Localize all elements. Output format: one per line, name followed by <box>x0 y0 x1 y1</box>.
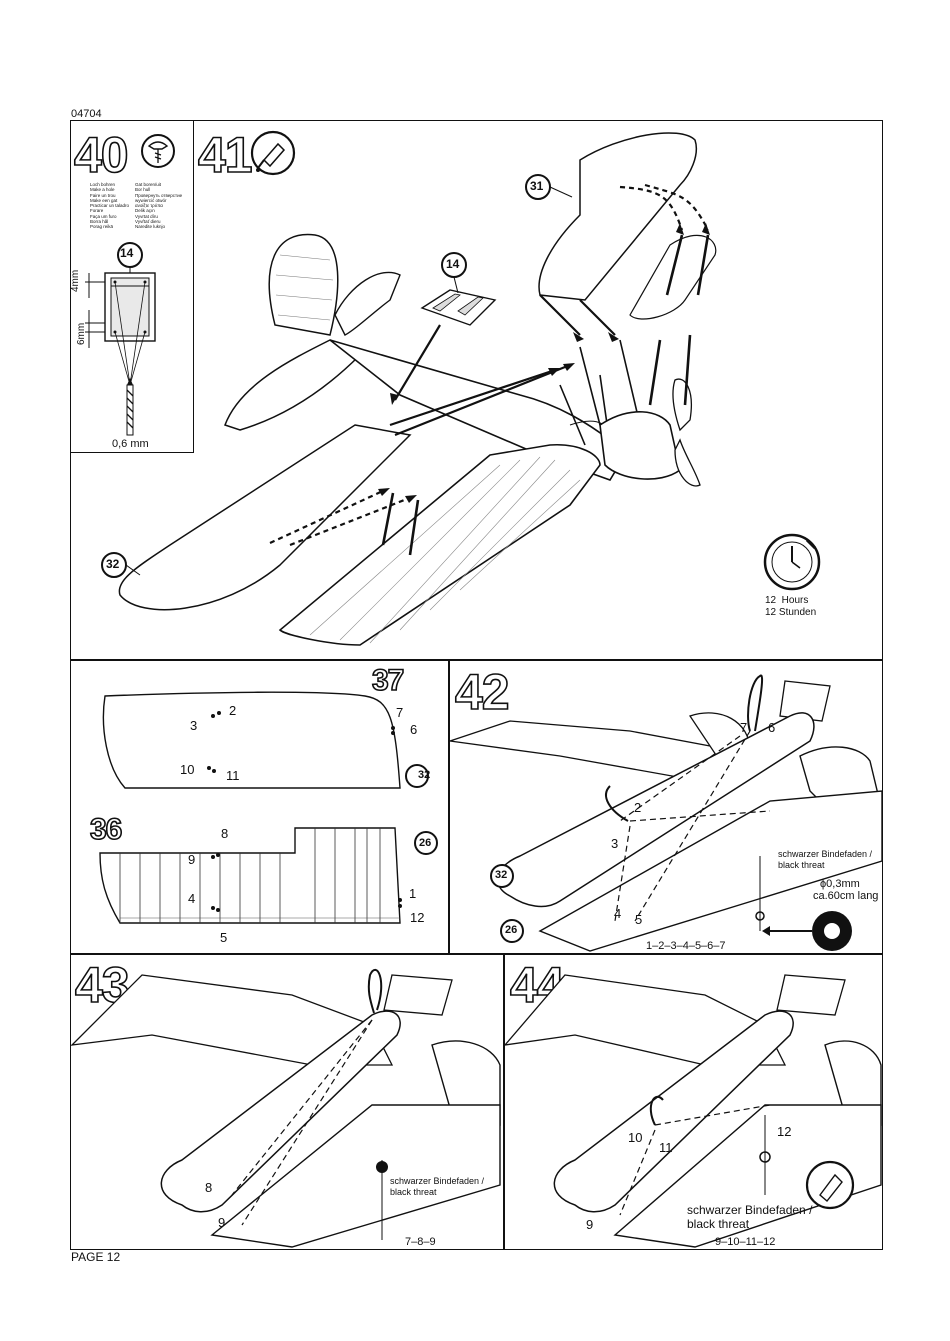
divider-h2 <box>70 953 883 955</box>
lang-line: Forare <box>90 208 104 214</box>
panel37-part-ref: 32 <box>418 769 431 781</box>
lang-line: Make een gat <box>90 197 118 203</box>
drill-size-label: 0,6 mm <box>112 438 149 450</box>
clock-icon <box>763 533 821 591</box>
step42-part-26: 26 <box>505 924 518 936</box>
step42-rigging-drawing <box>449 674 883 952</box>
lang-line: Borra hål <box>90 219 109 225</box>
part-32-label: 32 <box>106 557 120 571</box>
multilang-left: Loch bohren Make a hole Faire un trou Ma… <box>90 182 138 230</box>
part-14-label: 14 <box>446 257 460 271</box>
multilang-right: Gat boren/uit Bor hull Провернуть отверс… <box>135 182 190 230</box>
dim-6mm: 6mm <box>76 322 87 345</box>
rigging-sequence: 9–10–11–12 <box>715 1236 776 1248</box>
panel37-wing <box>102 691 429 789</box>
thread-spec-length: ca.60cm lang <box>813 890 879 902</box>
glue-icon <box>250 130 296 176</box>
lang-line: Delik açın <box>135 208 155 214</box>
lang-line: Practicar un taladro <box>90 203 130 209</box>
step42-part-32: 32 <box>495 869 508 881</box>
rig-label: 6 <box>768 720 776 735</box>
thread-spec-diameter: ϕ0,3mm <box>820 878 860 890</box>
rig-label: 7 <box>740 720 748 735</box>
step40-frame <box>70 120 194 453</box>
page-label: PAGE 12 <box>71 1250 121 1264</box>
thread-label: schwarzer Bindefaden / black threat <box>778 849 873 870</box>
dim-4mm: 4mm <box>70 269 81 292</box>
doc-code: 04704 <box>71 108 102 120</box>
rig-label: 12 <box>777 1124 792 1139</box>
lang-line: Make a hole <box>90 187 115 193</box>
thread-label: schwarzer Bindefaden / black threat <box>687 1203 813 1231</box>
hole-label: 1 <box>409 886 417 901</box>
step43-rigging-drawing <box>70 968 501 1248</box>
panel36-wing <box>99 827 438 924</box>
outer-frame <box>70 120 883 1250</box>
rig-label: 5 <box>635 912 643 927</box>
lang-line: wywiercić otwór <box>135 197 167 203</box>
rigging-sequence: 7–8–9 <box>405 1236 436 1248</box>
part-31-label: 31 <box>530 179 544 193</box>
rig-label: 2 <box>634 800 642 815</box>
lang-line: Loch bohren <box>90 182 116 187</box>
rigging-sequence: 1–2–3–4–5–6–7 <box>646 940 726 952</box>
lang-line: Porag reikä <box>90 224 114 230</box>
lang-line: Faire un trou <box>90 192 116 198</box>
hole-label: 9 <box>188 852 196 867</box>
rig-label: 9 <box>586 1217 594 1232</box>
step40-diagram <box>85 242 156 436</box>
divider-v2 <box>503 953 505 1250</box>
hole-label: 7 <box>396 705 404 720</box>
hole-label: 3 <box>190 718 198 733</box>
divider-h1 <box>70 659 883 661</box>
lang-line: Naredite luknjo <box>135 224 166 230</box>
drill-icon <box>141 134 175 168</box>
panel36-part-ref: 26 <box>419 837 432 849</box>
step44-rigging-drawing <box>503 974 882 1248</box>
step40-part-ref: 14 <box>120 246 134 260</box>
step-number-42: 42 <box>454 664 510 720</box>
hole-label: 10 <box>180 762 195 777</box>
hole-label: 5 <box>220 930 228 945</box>
step-number-40: 40 <box>73 127 129 183</box>
lang-line: Vyvrtat díru <box>135 213 158 219</box>
divider-v1 <box>448 659 450 954</box>
step41-aircraft-drawing <box>101 132 717 646</box>
rig-label: 9 <box>218 1215 226 1230</box>
lang-line: ανοίξτε τρύπα <box>135 203 163 209</box>
hole-label: 4 <box>188 891 196 906</box>
lang-line: Провернуть отверстие <box>135 192 183 198</box>
thread-label: schwarzer Bindefaden / black threat <box>390 1176 485 1197</box>
dry-time-en: 12 Hours <box>765 595 809 606</box>
step-number-41: 41 <box>197 127 253 183</box>
rig-label: 10 <box>628 1130 643 1145</box>
lang-line: Faça um furo <box>90 213 117 219</box>
hole-label: 6 <box>410 722 418 737</box>
rig-label: 3 <box>611 836 619 851</box>
hole-label: 2 <box>229 703 237 718</box>
rig-label: 4 <box>614 906 622 921</box>
lang-line: Vyvŕtať dieru <box>135 219 161 225</box>
rig-label: 11 <box>659 1140 673 1155</box>
dry-time-de: 12 Stunden <box>765 607 817 618</box>
lang-line: Gat boren/uit <box>135 182 162 187</box>
hole-label: 12 <box>410 910 425 925</box>
panel-number-37: 37 <box>371 664 405 697</box>
panel-number-36: 36 <box>89 813 123 846</box>
lang-line: Bor hull <box>135 187 151 193</box>
rig-label: 8 <box>205 1180 213 1195</box>
hole-label: 8 <box>221 826 229 841</box>
hole-label: 11 <box>226 768 240 783</box>
